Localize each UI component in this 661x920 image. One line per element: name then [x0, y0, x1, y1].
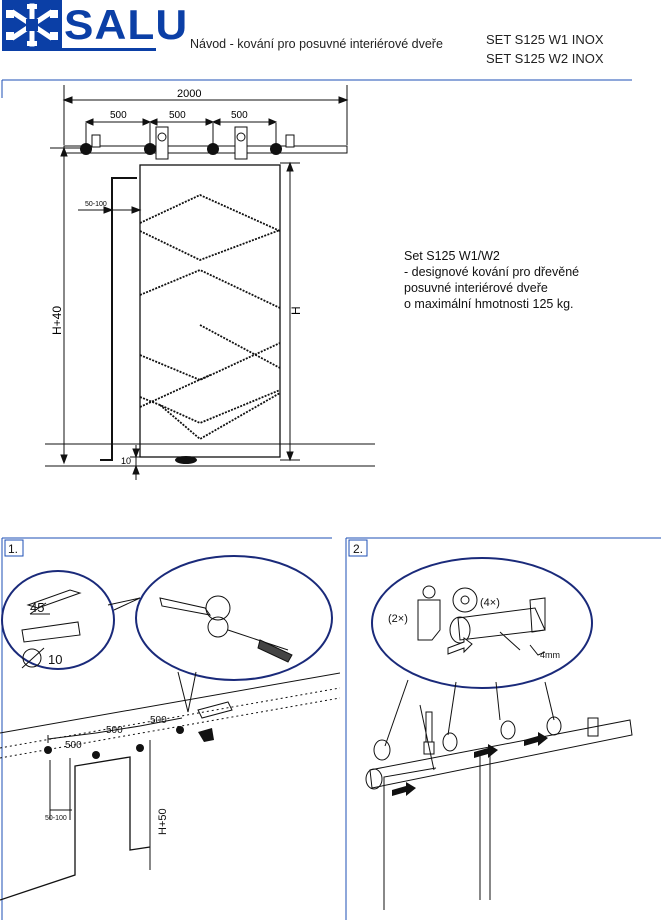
- drill-diameter: 10: [48, 652, 62, 667]
- dim-spacing-3: 500: [231, 110, 248, 121]
- dim-gap: 50-100: [85, 201, 107, 208]
- step1-spacing-1: 500: [65, 740, 82, 751]
- step-1-label: 1.: [8, 542, 18, 556]
- header-rule: [1, 79, 632, 98]
- step1-height: H+50: [157, 808, 169, 835]
- salu-snowflake-icon: [2, 0, 62, 50]
- dim-floor-gap: 10: [121, 456, 131, 466]
- step-2-panel: 2. (2×) (4×) 4mm: [345, 537, 661, 920]
- wrench-size: 4mm: [540, 650, 560, 660]
- step1-spacing-3: 500: [150, 715, 167, 726]
- set-name-1: SET S125 W1 INOX: [486, 32, 604, 47]
- brand-underline: [2, 48, 156, 51]
- dim-spacing-2: 500: [169, 110, 186, 121]
- drill-angle: 45: [30, 600, 44, 615]
- step-1-panel: 1.: [0, 537, 340, 920]
- step1-spacing-2: 500: [106, 725, 123, 736]
- description-title: Set S125 W1/W2: [404, 249, 500, 263]
- dim-total-width: 2000: [177, 88, 201, 100]
- dim-spacing-1: 500: [110, 110, 127, 121]
- document-title: Návod - kování pro posuvné interiérové d…: [190, 37, 443, 51]
- step-2-label: 2.: [353, 542, 363, 556]
- product-description: Set S125 W1/W2 - designové kování pro dř…: [404, 248, 579, 312]
- description-line-3: o maximální hmotnosti 125 kg.: [404, 297, 574, 311]
- dim-door-height: H: [289, 306, 303, 315]
- dim-wall-height: H+40: [50, 306, 64, 335]
- description-line-2: posuvné interiérové dveře: [404, 281, 548, 295]
- brand-name: SALU: [64, 1, 189, 48]
- roller-quantity: (2×): [388, 613, 408, 625]
- description-line-1: - designové kování pro dřevěné: [404, 265, 580, 279]
- salu-logo: SALU: [2, 0, 187, 51]
- set-name-2: SET S125 W2 INOX: [486, 51, 604, 66]
- door-technical-drawing: 2000 500 500 500 50-100 10 H+40 H: [45, 85, 375, 480]
- step1-gap: 50-100: [45, 815, 67, 822]
- bracket-quantity: (4×): [480, 597, 500, 609]
